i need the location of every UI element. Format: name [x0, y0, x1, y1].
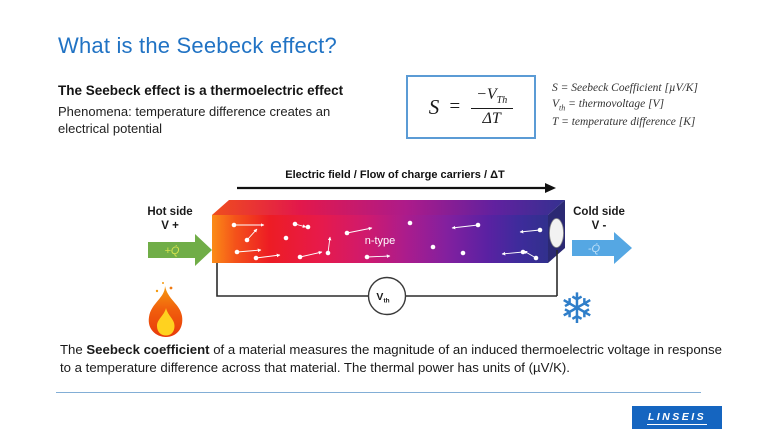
hot-heat-arrow: +Q̇ — [148, 234, 212, 266]
formula-lhs: S — [428, 94, 440, 119]
field-arrow — [237, 183, 556, 193]
formula-equals: = — [448, 96, 462, 117]
field-arrow-label: Electric field / Flow of charge carriers… — [285, 169, 505, 181]
bar-end-hole — [549, 218, 564, 248]
formula-fraction: −VTh ΔT — [470, 86, 513, 127]
snowflake-icon: ❄ — [559, 285, 594, 332]
cold-heat-label: -Q̇ — [588, 242, 601, 255]
formula-numerator: −VTh — [476, 86, 508, 107]
voltmeter-circuit — [216, 250, 558, 297]
definition-line-3: T = temperature difference [K] — [552, 115, 696, 128]
subtitle: The Seebeck effect is a thermoelectric e… — [58, 83, 344, 98]
seebeck-formula-box: S = −VTh ΔT — [406, 75, 536, 139]
body-bold-term: Seebeck coefficient — [86, 342, 210, 357]
footer-divider — [56, 392, 701, 393]
definition-line-1: S = Seebeck Coefficient [µV/K] — [552, 82, 698, 94]
body-paragraph: The Seebeck coefficient of a material me… — [60, 342, 722, 376]
page-title: What is the Seebeck effect? — [58, 33, 337, 58]
voltmeter-circle — [367, 276, 407, 316]
fire-icon — [148, 282, 183, 337]
seebeck-diagram: Electric field / Flow of charge carriers… — [147, 169, 632, 337]
phenomena-text: Phenomena: temperature difference create… — [58, 104, 358, 137]
charge-carriers — [231, 220, 543, 261]
hot-heat-label: +Q̇ — [165, 244, 180, 257]
sample-bar — [212, 200, 565, 263]
linseis-logo: LINSEIS — [632, 406, 722, 429]
hot-voltage-label: V + — [161, 220, 179, 232]
formula-denominator: ΔT — [470, 107, 513, 128]
symbol-definitions: S = Seebeck Coefficient [µV/K] Vth = the… — [552, 80, 698, 130]
cold-side-label: Cold side — [573, 206, 625, 218]
cold-heat-arrow: -Q̇ — [572, 232, 632, 264]
phenomena-line1: Phenomena: temperature difference create… — [58, 104, 331, 119]
phenomena-line2: electrical potential — [58, 120, 163, 136]
linseis-logo-text: LINSEIS — [646, 410, 708, 425]
hot-side-label: Hot side — [147, 206, 192, 218]
definition-line-2: Vth = thermovoltage [V] — [552, 98, 665, 113]
voltmeter-label: Vth — [376, 291, 389, 305]
material-label: n-type — [365, 235, 396, 247]
cold-voltage-label: V - — [592, 220, 607, 232]
bar-top-face — [212, 200, 565, 215]
bar-front-face — [212, 215, 548, 263]
